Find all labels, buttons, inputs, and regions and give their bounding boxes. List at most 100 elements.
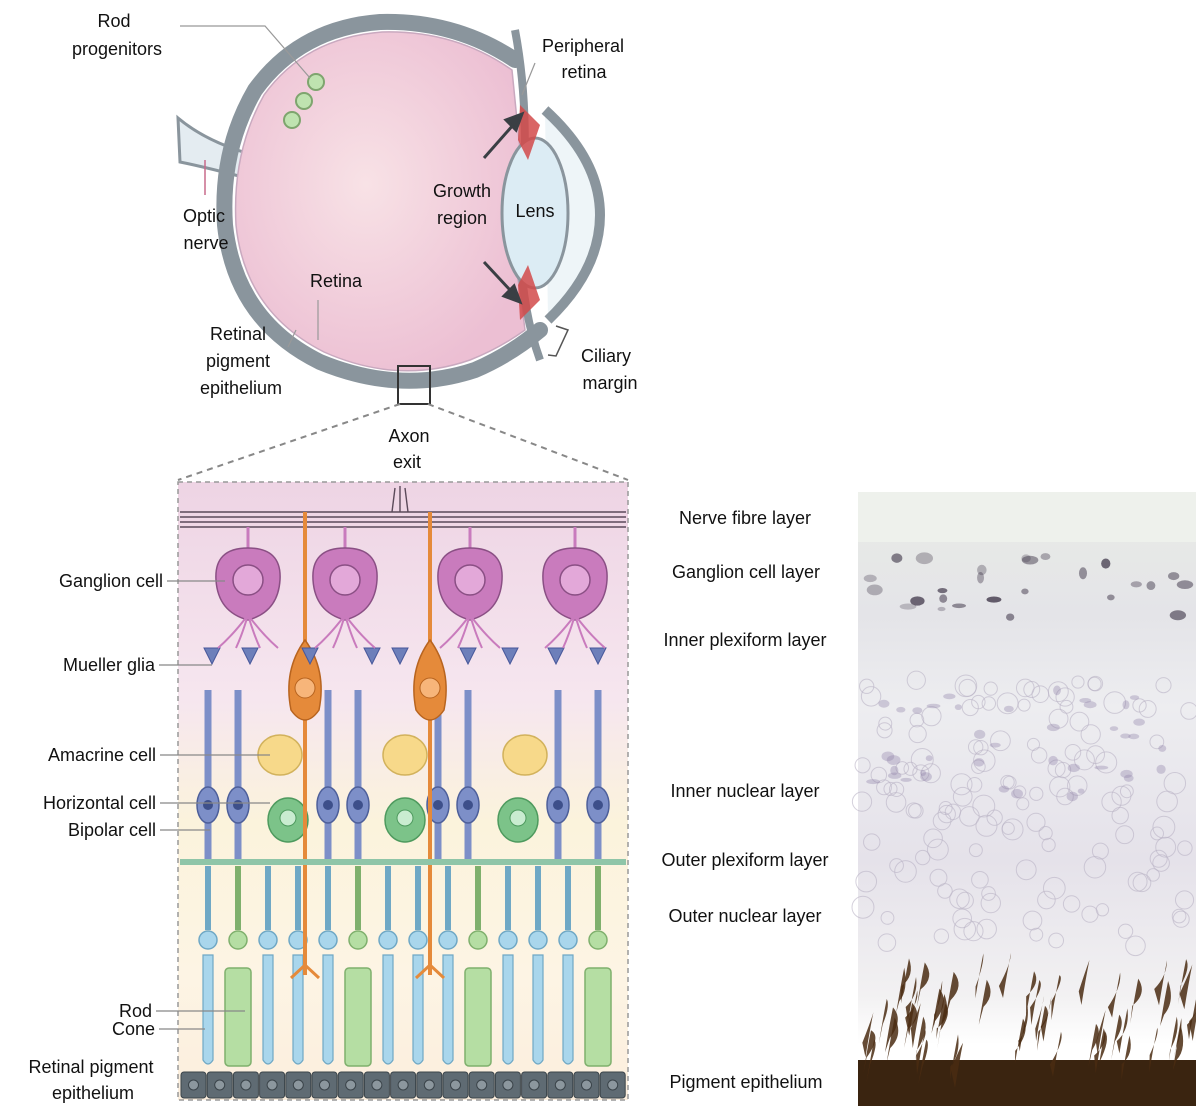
inner-nuclear-stain	[974, 758, 985, 767]
layer-label: Pigment epithelium	[669, 1072, 822, 1092]
zoom-line-left	[178, 404, 400, 480]
inner-nuclear-stain	[1011, 789, 1023, 799]
inner-nuclear-stain	[1158, 745, 1166, 752]
rod-nucleus	[499, 931, 517, 949]
rod-outer-segment	[443, 955, 453, 1064]
cone-nucleus	[349, 931, 367, 949]
horizontal-cell-label: Horizontal cell	[43, 793, 156, 813]
bipolar-nucleus	[553, 800, 563, 810]
ganglion-stain	[1079, 567, 1087, 579]
ganglion-stain	[1168, 572, 1179, 580]
rpe-nucleus	[477, 1080, 487, 1090]
ganglion-stain	[864, 575, 877, 583]
rpe-nucleus	[241, 1080, 251, 1090]
rod-outer-segment	[323, 955, 333, 1064]
inner-nuclear-stain	[999, 786, 1009, 793]
optic-nerve-label-2: nerve	[183, 233, 228, 253]
bipolar-nucleus	[233, 800, 243, 810]
rpe-nucleus	[267, 1080, 277, 1090]
rod-nucleus	[379, 931, 397, 949]
rod-outer-segment	[263, 955, 273, 1064]
rpe-nucleus	[608, 1080, 618, 1090]
rpe-nucleus	[424, 1080, 434, 1090]
ganglion-stain	[867, 585, 883, 596]
cone-label: Cone	[112, 1019, 155, 1039]
inner-nuclear-stain	[1156, 765, 1165, 774]
ganglion-stain	[938, 607, 946, 611]
cone-nucleus	[229, 931, 247, 949]
rod-label: Rod	[119, 1001, 152, 1021]
rod-nucleus	[559, 931, 577, 949]
ganglion-stain	[987, 597, 1002, 603]
eye-illustration	[178, 22, 628, 480]
lens-label: Lens	[515, 201, 554, 221]
rpe-nucleus	[582, 1080, 592, 1090]
axon-exit-label-1: Axon	[388, 426, 429, 446]
retina-fill	[236, 32, 525, 371]
peripheral-retina-label-1: Peripheral	[542, 36, 624, 56]
rpe-nucleus	[189, 1080, 199, 1090]
ciliary-margin-label-1: Ciliary	[581, 346, 631, 366]
inner-nuclear-stain	[912, 707, 922, 713]
optic-nerve-label-1: Optic	[183, 206, 225, 226]
retina-label: Retina	[310, 271, 363, 291]
rod-nucleus	[319, 931, 337, 949]
bipolar-nucleus	[323, 800, 333, 810]
ciliary-bracket	[548, 326, 568, 356]
bipolar-nucleus	[463, 800, 473, 810]
cone-nucleus	[589, 931, 607, 949]
ciliary-margin-label-2: margin	[582, 373, 637, 393]
amacrine-cell-body	[503, 735, 547, 775]
inner-nuclear-stain	[1004, 706, 1014, 712]
outer-plexiform-band	[180, 859, 626, 865]
rpe-row	[181, 1072, 625, 1098]
amacrine-cell-label: Amacrine cell	[48, 745, 156, 765]
mueller-glia-label: Mueller glia	[63, 655, 156, 675]
rod-nucleus	[259, 931, 277, 949]
ganglion-stain	[1021, 554, 1030, 562]
inner-nuclear-stain	[888, 772, 901, 778]
peripheral-retina-label-2: retina	[561, 62, 607, 82]
inner-nuclear-stain	[955, 704, 962, 710]
cell-label-group: Ganglion cell Mueller glia Amacrine cell…	[28, 571, 163, 1103]
inner-nuclear-stain	[974, 730, 985, 739]
cone-outer-segment	[465, 968, 491, 1066]
inner-nuclear-stain	[926, 755, 933, 761]
ganglion-nucleus	[455, 565, 485, 595]
mueller-nucleus	[420, 678, 440, 698]
ganglion-stain	[1147, 581, 1156, 590]
rpe-nucleus	[372, 1080, 382, 1090]
layer-label: Nerve fibre layer	[679, 508, 811, 528]
rpe-cell-label-1: Retinal pigment	[28, 1057, 153, 1077]
rpe-nucleus	[555, 1080, 565, 1090]
layer-label: Ganglion cell layer	[672, 562, 820, 582]
inner-nuclear-stain	[896, 707, 905, 713]
amacrine-cell-body	[383, 735, 427, 775]
rpe-eye-label-3: epithelium	[200, 378, 282, 398]
rod-nucleus	[199, 931, 217, 949]
ganglion-stain	[910, 596, 924, 605]
ganglion-stain	[1107, 595, 1115, 601]
horizontal-nucleus	[280, 810, 296, 826]
rod-outer-segment	[503, 955, 513, 1064]
ganglion-stain	[1041, 553, 1051, 560]
rod-progenitors-label-2: progenitors	[72, 39, 162, 59]
bipolar-nucleus	[203, 800, 213, 810]
growth-region-label-2: region	[437, 208, 487, 228]
retina-micrograph	[852, 492, 1196, 1106]
ganglion-stain	[1177, 580, 1193, 589]
ganglion-stain	[937, 588, 947, 593]
cone-outer-segment	[225, 968, 251, 1066]
zoom-line-right	[428, 404, 628, 480]
horizontal-nucleus	[510, 810, 526, 826]
rpe-eye-label-1: Retinal	[210, 324, 266, 344]
ganglion-stain	[916, 552, 933, 564]
inner-nuclear-stain	[943, 694, 955, 700]
rod-nucleus	[409, 931, 427, 949]
inner-nuclear-stain	[927, 704, 941, 708]
inner-nuclear-stain	[990, 743, 1001, 748]
inner-nuclear-stain	[1084, 701, 1097, 708]
ganglion-stain	[1131, 581, 1142, 587]
inner-nuclear-stain	[887, 755, 901, 765]
